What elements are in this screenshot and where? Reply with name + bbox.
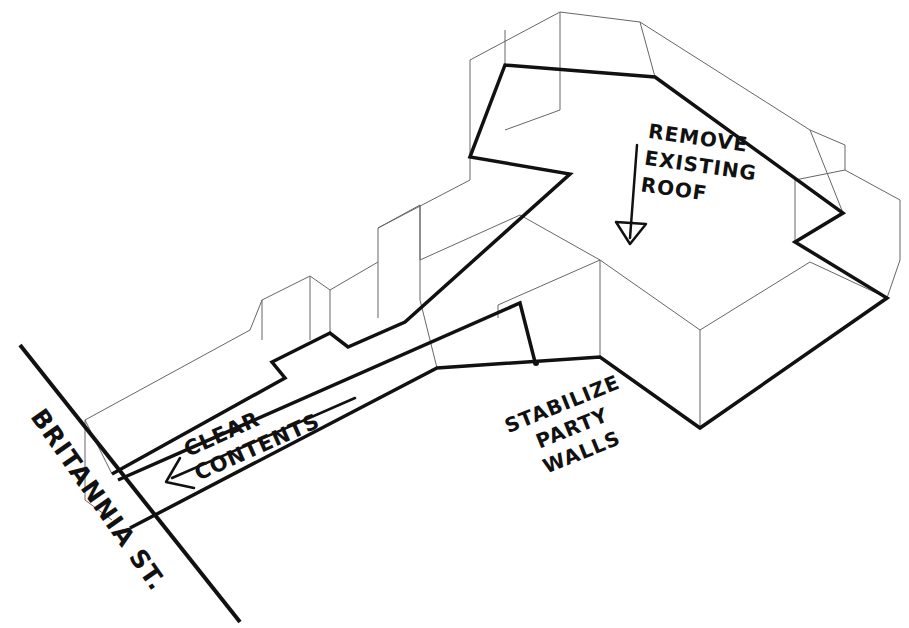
roof-arrow-head [616,222,646,244]
street-name: BRITANNIA ST. [11,385,185,615]
site-outline [112,65,887,528]
roof-note: REMOVE EXISTING ROOF [639,118,769,215]
party-wall-end [533,360,539,366]
massing-wireframe [85,12,900,520]
party-wall-line [118,303,535,480]
contents-arrow-head [166,458,194,488]
party-wall-note: STABILIZE PARTY WALLS [492,366,651,491]
